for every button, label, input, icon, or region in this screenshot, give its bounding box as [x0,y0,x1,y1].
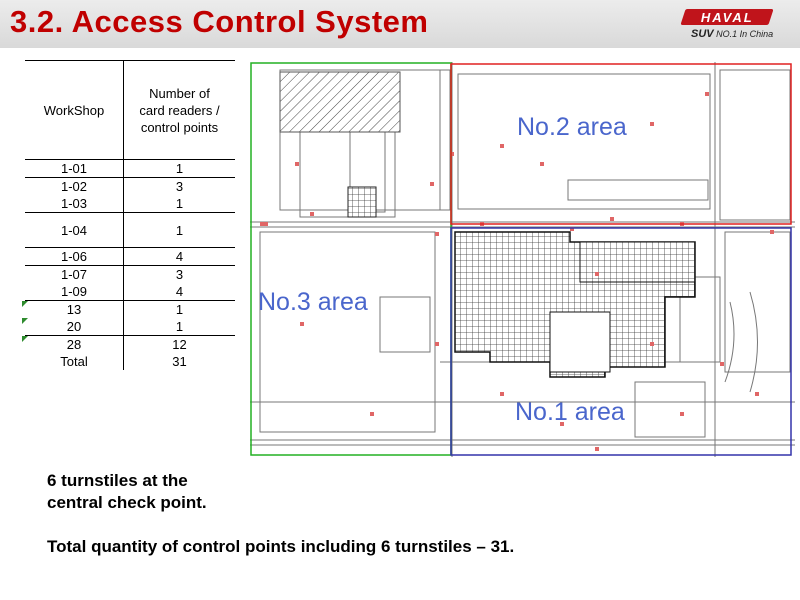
caption-line: 6 turnstiles at the [47,471,188,490]
table-row: 1-09 4 [25,283,235,301]
factory-floor-plan: No.2 area No.3 area No.1 area [250,62,795,457]
workshop-cell: 20 [22,318,124,336]
workshop-cell: 28 [22,335,124,353]
hatched-block [279,71,401,133]
workshop-cell: 1-01 [25,159,124,178]
caption-line: central check point. [47,493,207,512]
page-title: 3.2. Access Control System [10,4,429,39]
header-line: control points [140,119,219,135]
table-header-row: WorkShop Number of card readers / contro… [25,60,235,160]
workshop-cell: 1-07 [25,265,124,283]
logo-tag-rest: NO.1 In China [713,29,774,39]
caption-gap [47,514,514,536]
points-cell: 1 [175,161,184,176]
inner-courtyard [549,311,611,373]
points-cell: 4 [175,284,184,299]
header-line: card readers / [139,102,220,118]
workshop-cell: 1-04 [25,212,124,248]
logo-tagline: SUV NO.1 In China [691,28,773,40]
area-2-label: No.2 area [517,113,627,141]
header-line: Number of [149,85,210,101]
area-1-label: No.1 area [515,398,625,426]
workshop-cell: 1-03 [25,195,124,213]
table-row: 20 1 [22,318,235,336]
haval-logo: HAVAL SUV NO.1 In China [680,9,793,43]
header-control-points: Number of card readers / control points [123,60,235,160]
logo-brand: HAVAL [700,9,754,25]
caption-line: Total quantity of control points includi… [47,537,515,556]
caption-text: 6 turnstiles at the central check point.… [47,470,514,558]
workshop-cell: 1-09 [25,283,124,301]
workshop-cell: 1-06 [25,247,124,266]
points-cell: 1 [175,196,184,211]
points-cell: 3 [123,265,235,283]
points-cell: 1 [123,212,235,248]
table-row: 1-03 1 [25,195,235,213]
logo-badge: HAVAL [680,9,774,25]
header-bar: 3.2. Access Control System HAVAL SUV NO.… [0,0,800,48]
points-cell: 1 [175,319,184,334]
points-cell: 1 [123,300,235,318]
table-row: 1-01 1 [25,159,235,178]
workshop-cell: 1-02 [25,177,124,195]
header-workshop: WorkShop [25,60,124,160]
points-cell: 4 [123,247,235,266]
points-cell: 3 [123,177,235,195]
area-2-boundary [450,63,792,225]
workshop-table: WorkShop Number of card readers / contro… [22,60,235,370]
workshop-cell: Total [25,353,124,370]
area-1-boundary [450,227,792,456]
table-row: Total 31 [25,353,235,370]
area-3-label: No.3 area [258,288,368,316]
logo-tag-strong: SUV [691,28,714,40]
small-workshop-grid [347,186,377,218]
points-cell: 12 [123,335,235,353]
points-cell: 31 [172,354,187,369]
workshop-cell: 13 [22,300,124,318]
workshop-wing-grid [579,241,696,283]
